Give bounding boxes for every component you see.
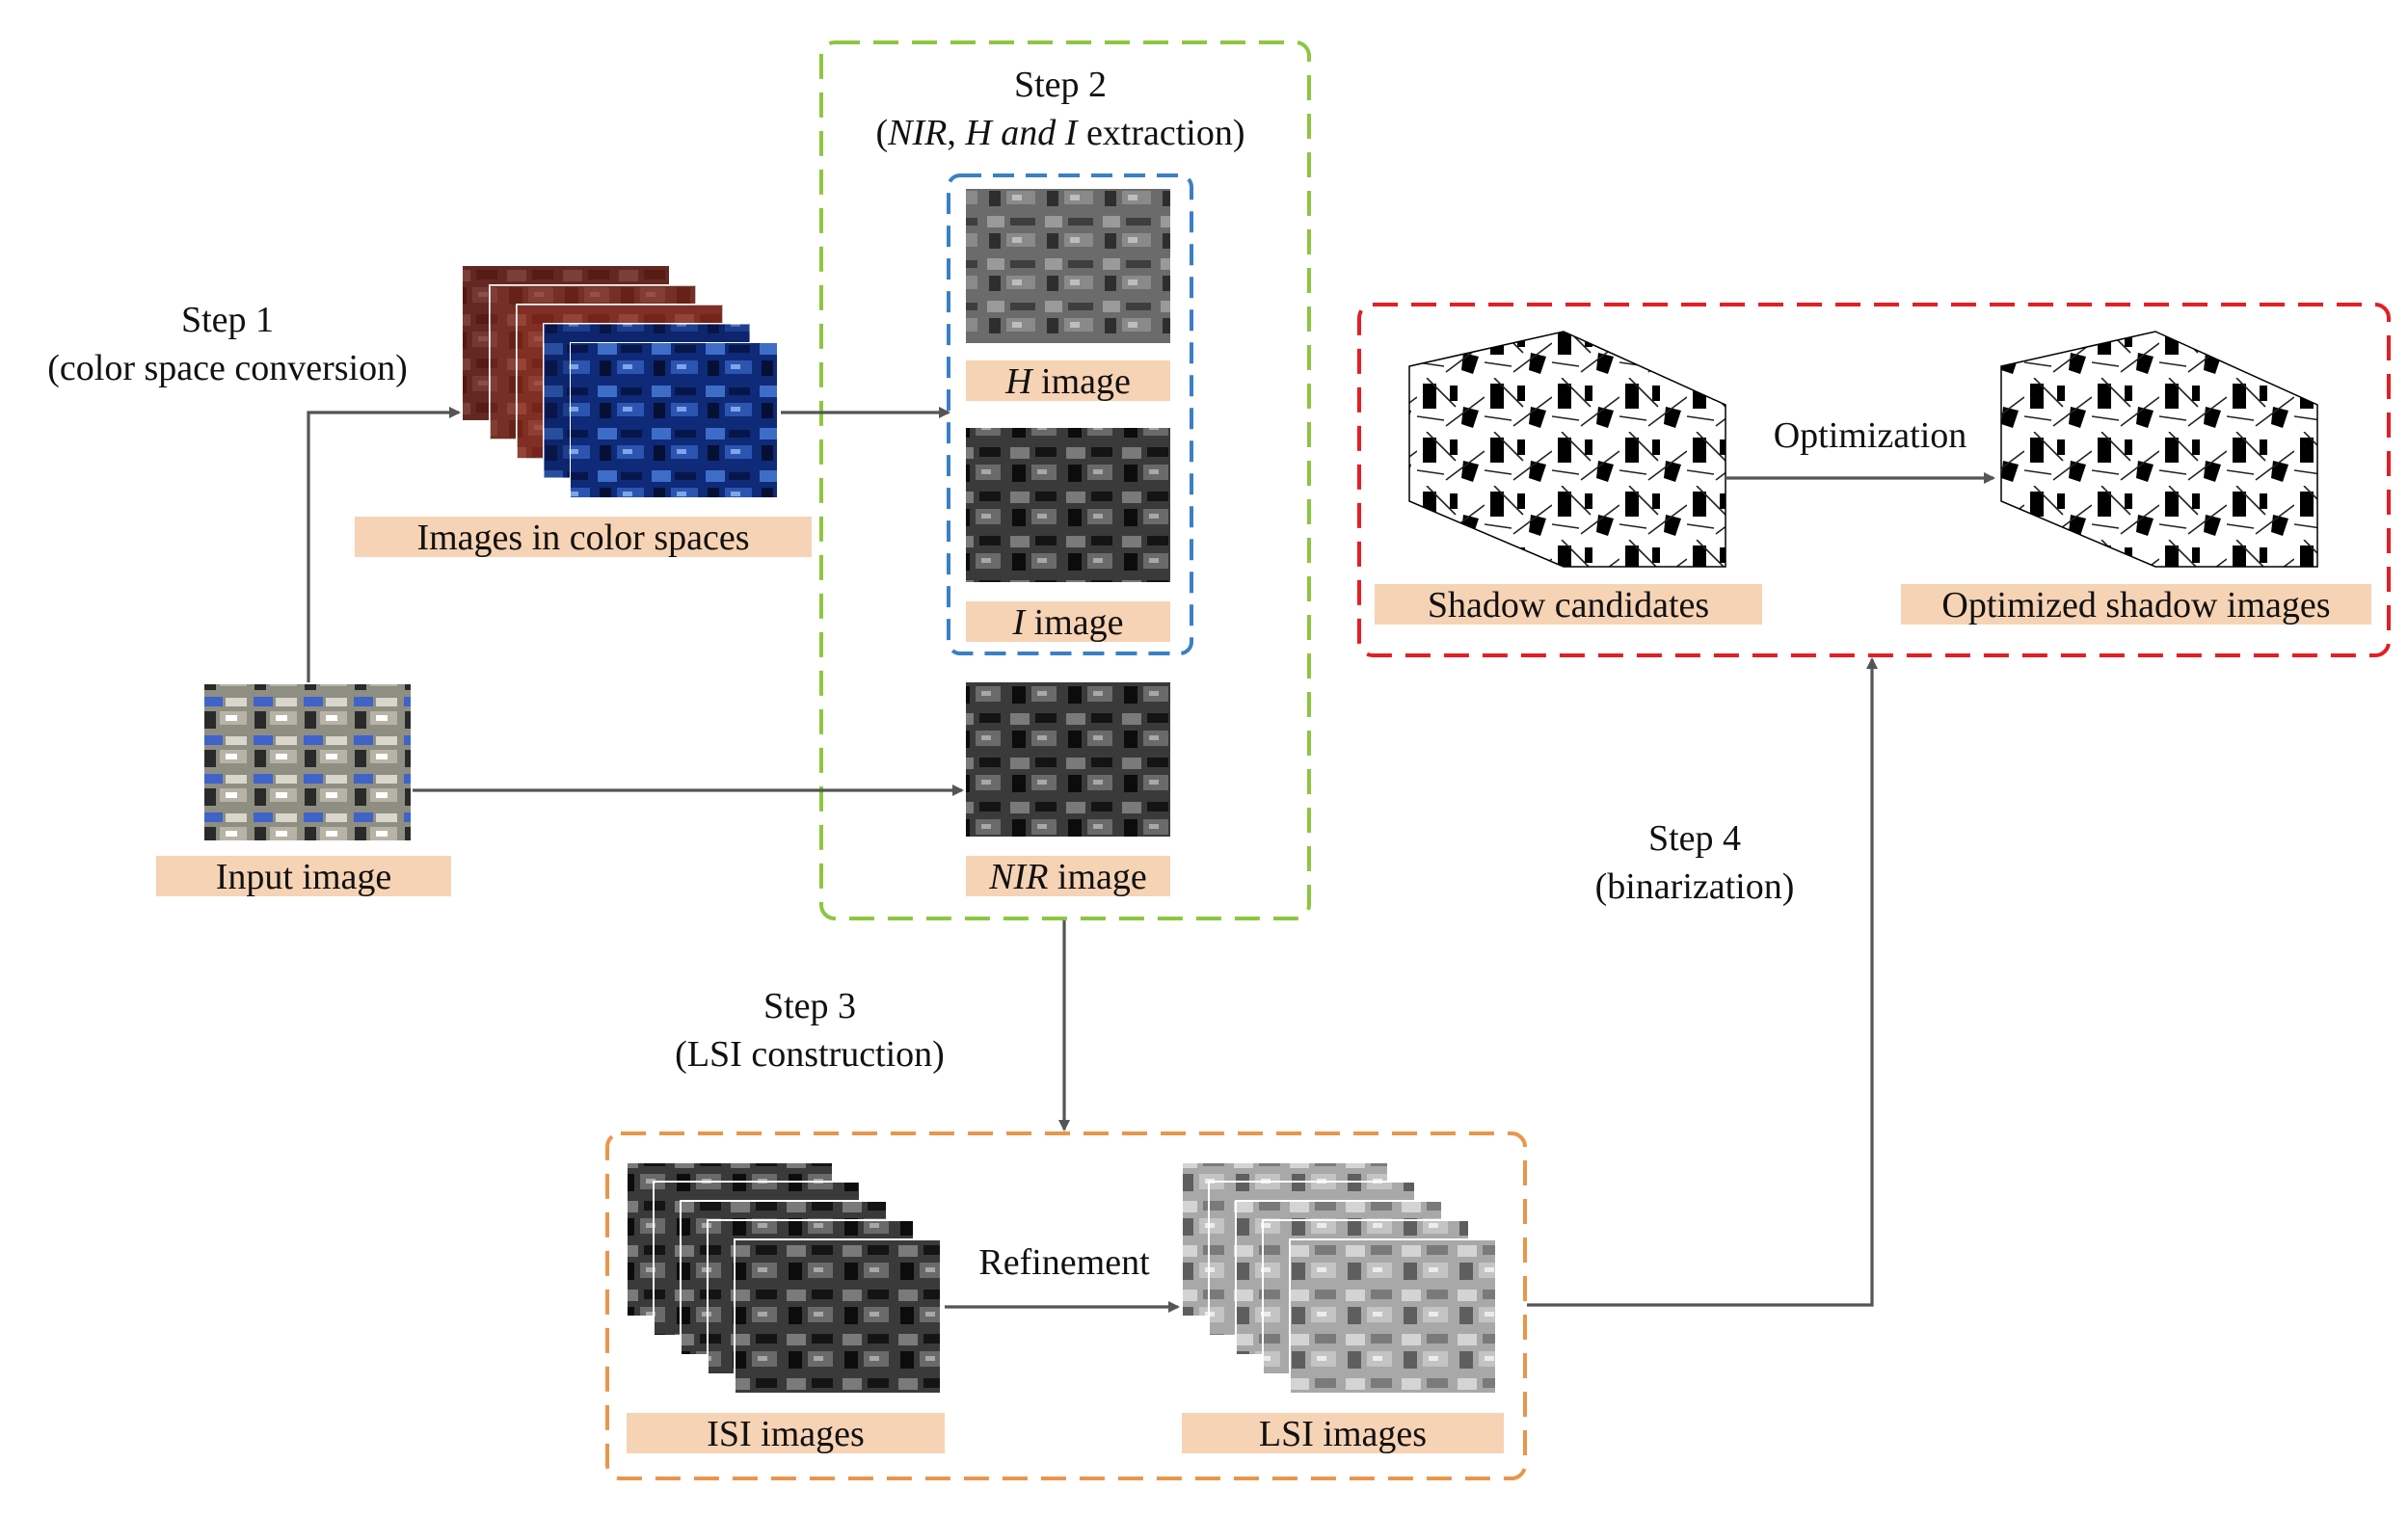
optimized-shadow-label: Optimized shadow images	[1941, 585, 2330, 625]
optimization-label: Optimization	[1774, 415, 1967, 456]
step3-title: Step 3	[763, 986, 856, 1026]
shadow-candidates-label-box	[1375, 584, 1762, 625]
shadow-candidates-label: Shadow candidates	[1428, 585, 1709, 625]
step2-title: Step 2	[1014, 65, 1107, 105]
i-image-label-box	[966, 601, 1170, 642]
shadow-candidates-thumbnail	[1408, 331, 1726, 568]
lsi-images-label-box	[1182, 1413, 1504, 1453]
step2-subtitle: (NIR, H and I extraction)	[875, 113, 1244, 153]
step2-group-box	[819, 40, 1311, 920]
color-space-image-stack	[463, 266, 778, 498]
step2-hi-group-box	[947, 173, 1193, 655]
h-image-label: H image	[1004, 361, 1131, 402]
optimized-shadow-thumbnail	[2000, 331, 2318, 568]
i-image-thumbnail	[966, 428, 1170, 582]
lsi-image-stack	[1181, 1161, 1497, 1395]
arrow-input-to-colorspace	[307, 407, 461, 682]
i-image-label: I image	[1011, 602, 1123, 643]
step4-subtitle: (binarization)	[1595, 866, 1795, 907]
input-image-label: Input image	[216, 857, 392, 897]
step1-subtitle: (color space conversion)	[47, 348, 408, 388]
h-image-label-box	[966, 360, 1170, 401]
lsi-images-label: LSI images	[1259, 1414, 1427, 1454]
h-image-thumbnail	[966, 189, 1170, 343]
nir-image-label-box	[966, 856, 1170, 896]
step4-title: Step 4	[1648, 818, 1741, 859]
nir-image-label: NIR image	[988, 857, 1147, 897]
nir-image-thumbnail	[966, 682, 1170, 837]
isi-images-label: ISI images	[707, 1414, 865, 1454]
step4-group-box	[1357, 303, 2391, 657]
step1-title: Step 1	[181, 300, 274, 340]
input-image-label-box	[156, 856, 451, 896]
arrow-step3-to-step4	[1527, 657, 1878, 1307]
color-spaces-label-box	[355, 517, 812, 557]
step3-subtitle: (LSI construction)	[675, 1034, 945, 1075]
refinement-label: Refinement	[978, 1242, 1150, 1283]
input-image-thumbnail	[204, 684, 411, 840]
step3-group-box	[605, 1131, 1527, 1480]
isi-images-label-box	[627, 1413, 945, 1453]
isi-image-stack	[626, 1161, 942, 1395]
optimized-shadow-label-box	[1901, 584, 2371, 625]
color-spaces-label: Images in color spaces	[416, 518, 749, 558]
